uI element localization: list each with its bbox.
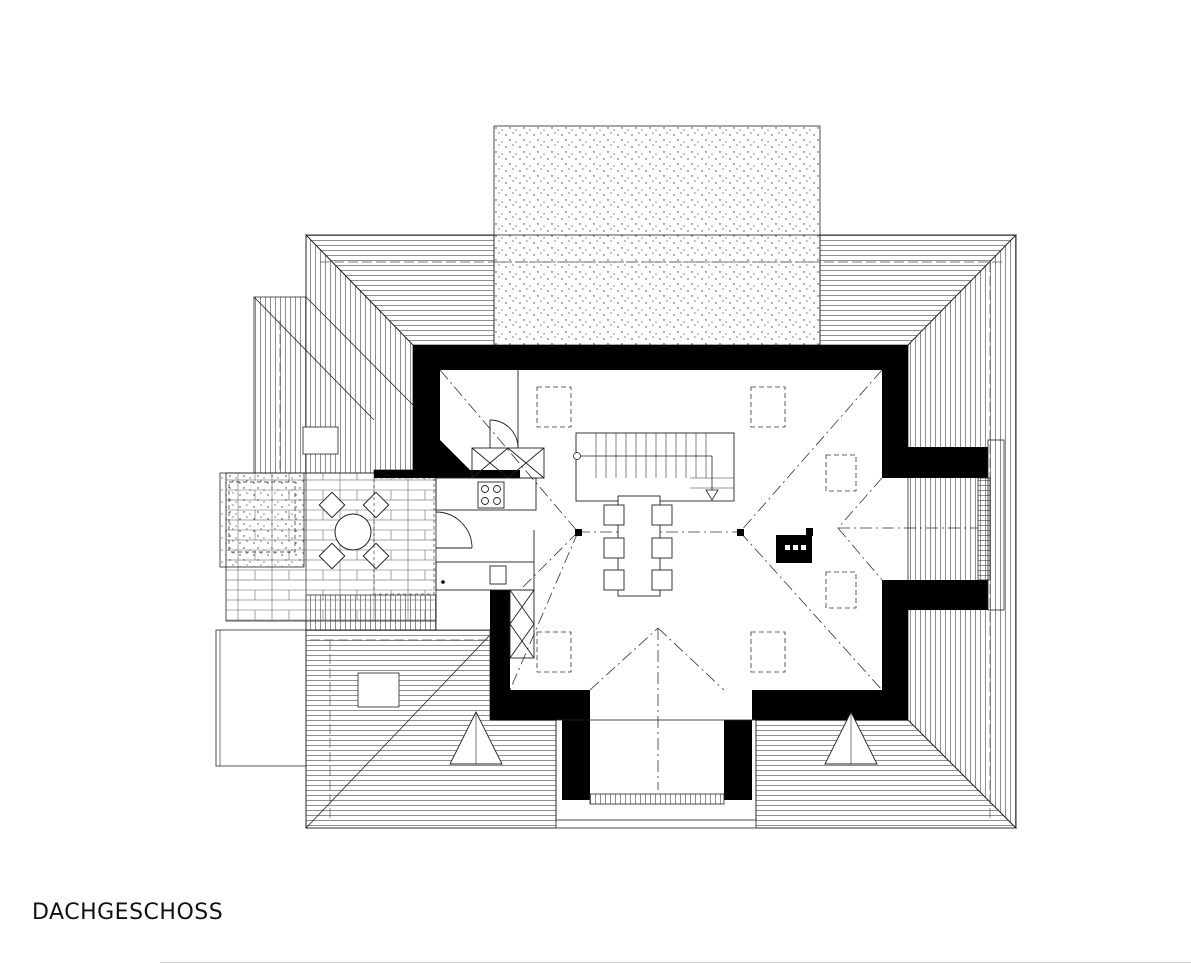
- column-left: [575, 529, 582, 536]
- planter-box: [219, 472, 305, 568]
- ceiling-skylights: [536, 386, 857, 673]
- dormer-window-right: [977, 477, 991, 581]
- skylight-left: [302, 426, 339, 455]
- wall-bay-bottom-right: [724, 720, 752, 800]
- ceiling-ridge-lines: [439, 369, 978, 790]
- dormer-frame-right: [987, 439, 1005, 611]
- terrace-chair-4: [362, 542, 390, 570]
- terrace-chair-2: [362, 491, 390, 519]
- roof-hatch-bottom-left: [305, 629, 557, 829]
- dining-set: [603, 495, 673, 597]
- wall-entry-top: [374, 470, 520, 478]
- dormer-window-bottom: [589, 793, 725, 805]
- terrace-chair-1: [318, 491, 346, 519]
- column-right: [737, 529, 744, 536]
- terrace-chair-3: [318, 542, 346, 570]
- annex-outline-lower: [215, 629, 306, 767]
- wet-room-block: [435, 370, 545, 659]
- footer-divider: [160, 962, 1191, 963]
- wall-bay-bottom-left: [562, 720, 590, 800]
- terrace-table: [334, 513, 372, 551]
- skylight-lower-left: [357, 672, 400, 708]
- flat-roof-gravel: [493, 125, 821, 346]
- staircase: [573, 432, 735, 502]
- chimney: [776, 528, 813, 563]
- drawing-caption: DACHGESCHOSS: [32, 900, 224, 925]
- dormer-frame-bottom: [555, 719, 757, 821]
- planter-inner: [228, 481, 296, 553]
